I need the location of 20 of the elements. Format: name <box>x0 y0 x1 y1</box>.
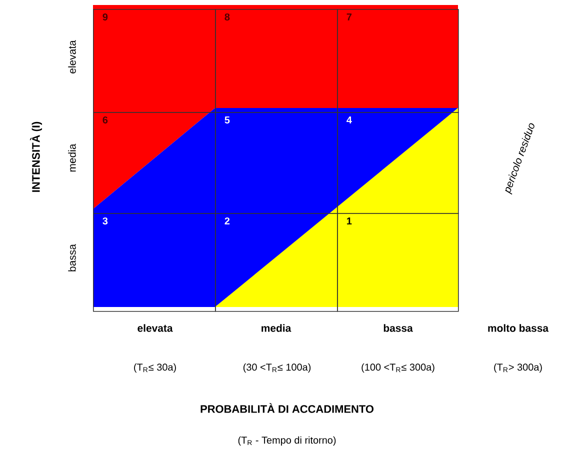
axis-title: INTENSITÀ (I) <box>30 122 42 192</box>
range-label: (T$_{R}$> 300a) <box>494 363 542 373</box>
matrix-cell: 4 <box>337 112 459 214</box>
axis-subtitle: (T$_{R}$ - Tempo di ritorno) <box>238 436 336 446</box>
matrix-cell: 9 <box>93 9 216 113</box>
range-label: (T$_{R}$≤ 30a) <box>134 363 176 373</box>
zone-label: pericolo residuo <box>505 123 534 195</box>
matrix-cell: 8 <box>215 9 338 113</box>
matrix-cell: 2 <box>215 212 338 312</box>
range-label: (30 <T$_{R}$≤ 100a) <box>243 363 311 373</box>
range-label: (100 <T$_{R}$≤ 300a) <box>362 363 434 373</box>
matrix-cell: 3 <box>93 212 216 312</box>
matrix-cell: 5 <box>215 112 338 214</box>
axis-title: PROBABILITÀ DI ACCADIMENTO <box>200 403 374 413</box>
row-label: media <box>68 144 76 172</box>
matrix-cell: 1 <box>337 212 459 312</box>
row-label: bassa <box>68 244 76 272</box>
matrix-cell: 7 <box>337 9 459 113</box>
column-label: molto bassa <box>488 324 549 332</box>
matrix-cell: 6 <box>93 112 216 214</box>
